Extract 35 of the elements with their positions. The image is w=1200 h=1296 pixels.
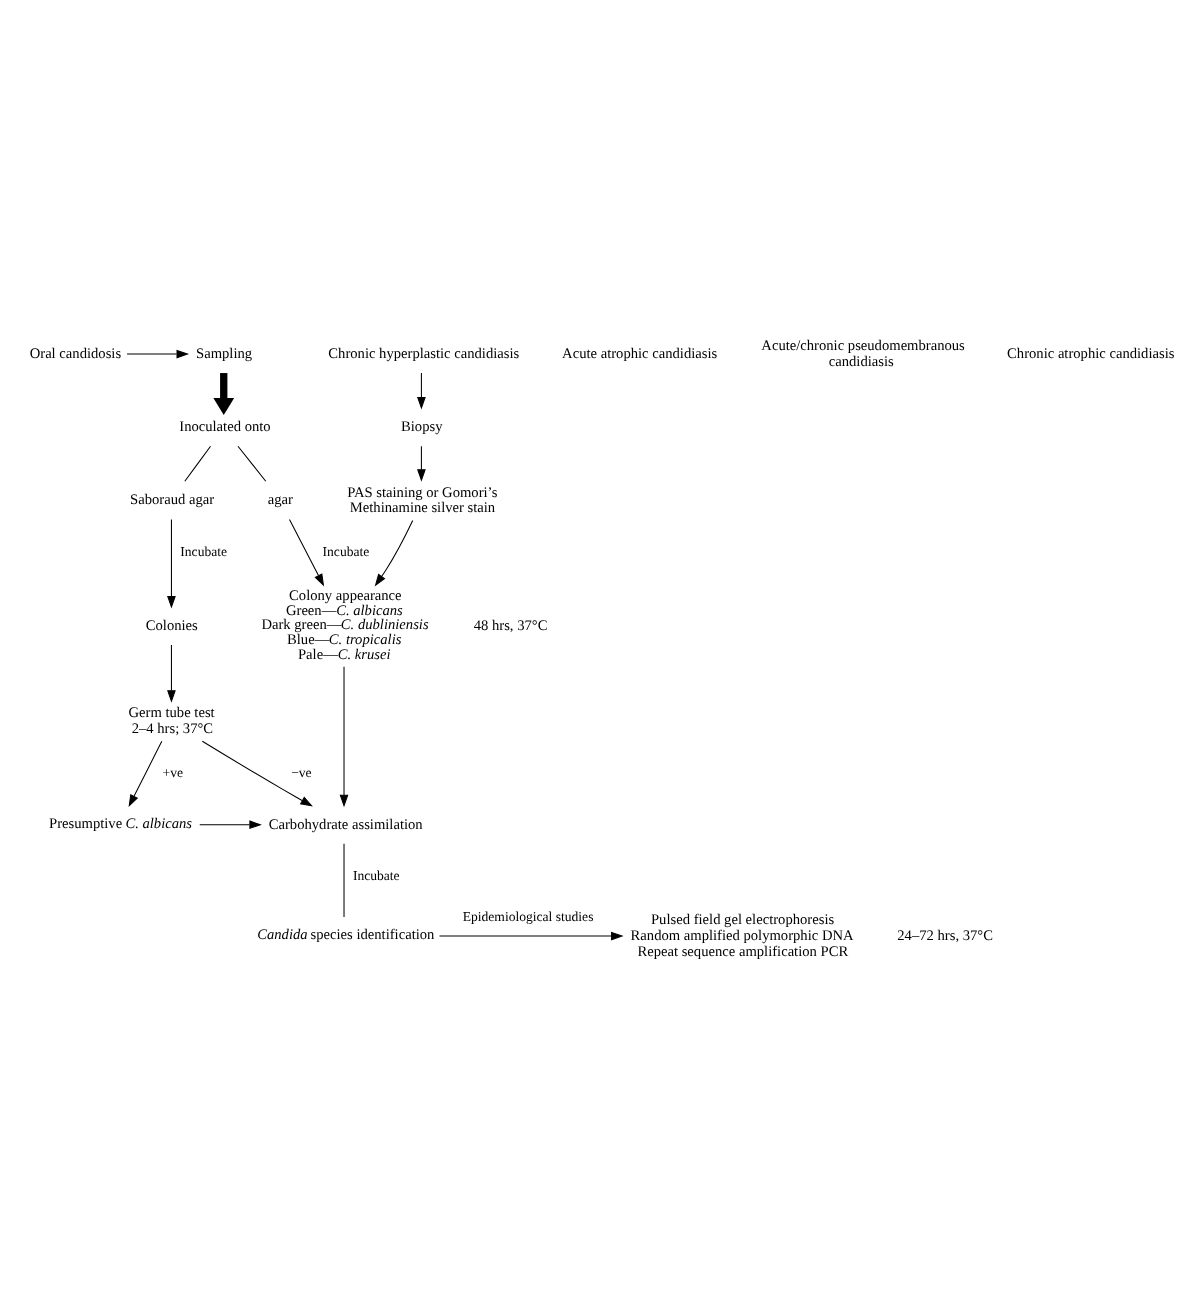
arrow [167,643,176,702]
arrow [288,517,325,586]
arrow [128,739,163,807]
label: Chronic atrophic candidiasis [1007,342,1175,361]
arrow [417,444,426,481]
node-text: Biopsy [401,416,443,435]
node-text: Colonies [145,614,198,633]
label: 48 hrs, 37°C [473,614,548,633]
node-text: Carbohydrate assimilation [268,813,423,832]
node-text: Pulsed field gel electrophoresis Random amplified polymorphic DNA Repeat sequence amplification PCR [630,909,854,959]
arrow [438,930,624,940]
label: 24–72 hrs, 37°C [897,924,993,943]
label: Acute/chronic pseudomembranous candidiasis [761,335,965,369]
node-text: Inoculated onto [179,416,271,435]
connector [237,444,267,481]
arrow [213,372,235,415]
arrow [126,348,190,358]
label: Acute atrophic candidiasis [562,342,718,361]
connector [184,444,212,481]
node-text: agar [267,489,293,508]
arrow [201,739,313,806]
arrow [339,665,349,807]
node-text: Germ tube test 2–4 hrs; 37°C [128,702,215,736]
node-text: Candida species identification [257,923,435,942]
node-text: Presumptive C. albicans [49,812,193,831]
node-text: Sampling [196,342,253,361]
node-text: Colony appearance Green—C. albicans Dark green—C. dubliniensis Blue—C. tropicalis Pale—C. krusei [261,585,429,662]
arrow [167,517,176,608]
node-text: Chronic hyperplastic candidiasis [328,342,520,361]
arrow [374,518,414,586]
node-text: Oral candidosis [29,342,122,361]
arrow [417,371,426,409]
node-text: PAS staining or Gomori’s Methinamine silver stain [347,481,498,516]
arrow [199,819,262,829]
node-text: Saboraud agar [130,489,215,508]
